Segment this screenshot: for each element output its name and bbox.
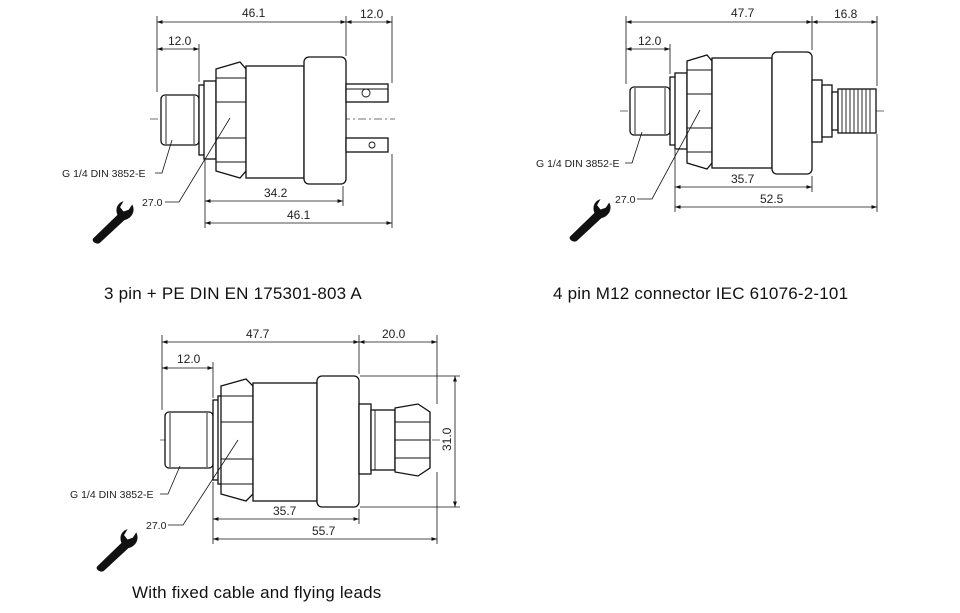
dim-connector-top: 20.0 [382, 327, 406, 341]
thread-label: G 1/4 DIN 3852-E [70, 489, 153, 501]
dim-body-len: 34.2 [264, 186, 288, 200]
dim-height: 31.0 [440, 427, 454, 451]
dim-overall-top: 47.7 [731, 6, 755, 20]
dim-thread-len: 12.0 [168, 34, 192, 48]
dim-overall-bottom: 46.1 [287, 208, 311, 222]
dim-thread-len: 12.0 [177, 352, 201, 366]
dim-connector-top: 12.0 [360, 7, 384, 21]
dim-overall-top: 47.7 [246, 327, 270, 341]
caption-m12-connector: 4 pin M12 connector IEC 61076-2-101 [553, 284, 849, 303]
wrench-icon [569, 199, 611, 242]
dim-body-len: 35.7 [731, 172, 755, 186]
dim-overall-bottom: 55.7 [312, 524, 336, 538]
caption-din-connector: 3 pin + PE DIN EN 175301-803 A [104, 284, 362, 303]
dim-overall-top: 46.1 [242, 6, 266, 20]
dim-thread-len: 12.0 [638, 34, 662, 48]
diagram-m12-connector: 47.7 16.8 12.0 35.7 52.5 G 1/4 DIN 3852-… [536, 6, 885, 242]
caption-cable-version: With fixed cable and flying leads [132, 583, 382, 602]
dim-overall-bottom: 52.5 [760, 192, 784, 206]
dim-wrench: 27.0 [142, 197, 163, 209]
dim-wrench: 27.0 [615, 194, 636, 206]
wrench-icon [92, 201, 134, 244]
dim-connector-top: 16.8 [834, 7, 858, 21]
dim-body-len: 35.7 [273, 504, 297, 518]
thread-label: G 1/4 DIN 3852-E [62, 168, 145, 180]
diagram-din-connector: 46.1 12.0 12.0 34.2 46.1 G 1/4 DIN 3852-… [62, 6, 395, 244]
dim-wrench: 27.0 [146, 520, 167, 532]
thread-label: G 1/4 DIN 3852-E [536, 158, 619, 170]
diagram-cable-version: 47.7 20.0 12.0 31.0 35.7 55.7 G 1/4 DIN … [70, 327, 460, 572]
wrench-icon [96, 529, 138, 572]
